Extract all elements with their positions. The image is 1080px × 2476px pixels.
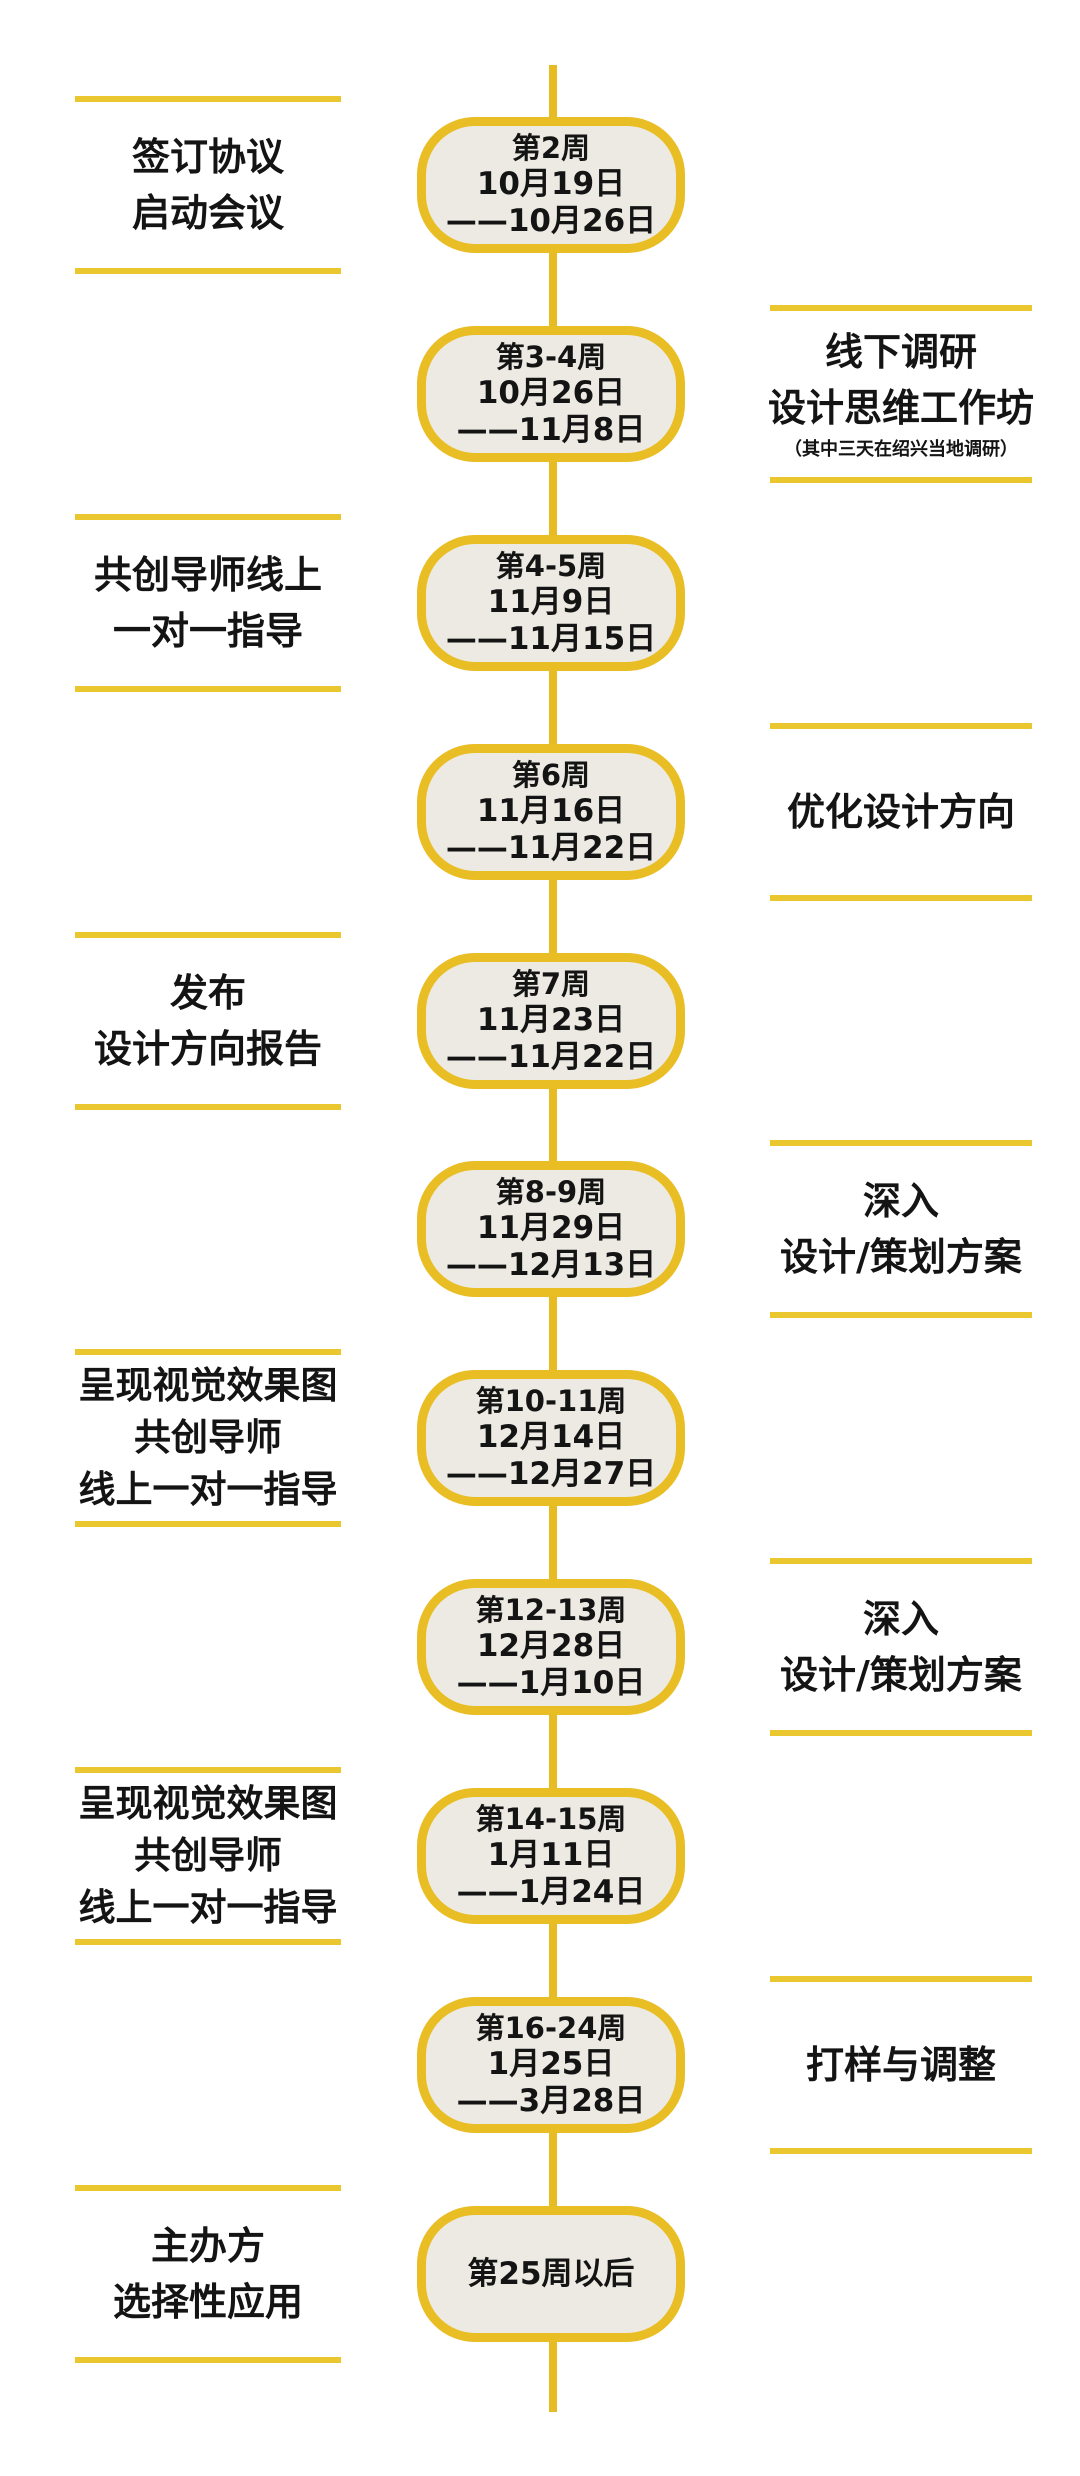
node-date-start: 11月29日: [476, 1210, 626, 1246]
timeline-node-week6: 第6周 11月16日 ——11月22日: [417, 744, 685, 880]
node-date-start: 11月16日: [476, 793, 626, 829]
node-date-end: ——11月22日: [445, 1039, 657, 1075]
node-week-label: 第4-5周: [495, 549, 607, 583]
phase-label-line: 共创导师线上: [93, 553, 322, 597]
node-week-label: 第14-15周: [475, 1802, 627, 1836]
node-date-end: ——11月15日: [445, 621, 657, 657]
phase-label-line: 呈现视觉效果图: [78, 1782, 338, 1825]
phase-label-line: 设计/策划方案: [780, 1235, 1022, 1279]
phase-label-line: 深入: [862, 1179, 939, 1223]
label-divider-bottom: [75, 686, 341, 692]
label-divider-top: [770, 723, 1032, 729]
label-divider-top: [770, 1140, 1032, 1146]
phase-label-line: 线上一对一指导: [78, 1886, 338, 1929]
phase-label-line: 选择性应用: [112, 2280, 303, 2324]
node-date-end: ——12月27日: [445, 1456, 657, 1492]
node-date-start: 12月14日: [476, 1419, 626, 1455]
timeline-node-week4-5: 第4-5周 11月9日 ——11月15日: [417, 535, 685, 671]
label-divider-bottom: [770, 895, 1032, 901]
phase-label-line: 启动会议: [131, 191, 284, 235]
phase-label-host-application: 主办方 选择性应用: [75, 2185, 341, 2363]
phase-label-visual-render-1: 呈现视觉效果图 共创导师 线上一对一指导: [75, 1349, 341, 1527]
node-date-end: ——1月24日: [456, 1874, 646, 1910]
label-divider-bottom: [770, 477, 1032, 483]
label-divider-top: [770, 1976, 1032, 1982]
label-divider-bottom: [75, 1939, 341, 1945]
node-date-end: ——3月28日: [456, 2083, 646, 2119]
phase-label-line: 优化设计方向: [786, 790, 1015, 834]
node-week-label: 第10-11周: [475, 1384, 627, 1418]
timeline-node-week3-4: 第3-4周 10月26日 ——11月8日: [417, 326, 685, 462]
node-date-start: 1月25日: [487, 2046, 615, 2082]
node-date-end: ——12月13日: [445, 1247, 657, 1283]
label-divider-bottom: [75, 1521, 341, 1527]
phase-label-line: 签订协议: [131, 135, 284, 179]
phase-label-visual-render-2: 呈现视觉效果图 共创导师 线上一对一指导: [75, 1767, 341, 1945]
label-divider-top: [75, 514, 341, 520]
timeline-node-week2: 第2周 10月19日 ——10月26日: [417, 117, 685, 253]
label-divider-top: [75, 1349, 341, 1355]
phase-label-line: 设计/策划方案: [780, 1653, 1022, 1697]
label-divider-bottom: [770, 1312, 1032, 1318]
node-week-label: 第2周: [511, 131, 591, 165]
label-divider-top: [75, 1767, 341, 1773]
timeline-node-week7: 第7周 11月23日 ——11月22日: [417, 953, 685, 1089]
node-date-start: 11月23日: [476, 1002, 626, 1038]
node-date-start: 10月26日: [476, 375, 626, 411]
label-divider-bottom: [770, 2148, 1032, 2154]
label-divider-bottom: [770, 1730, 1032, 1736]
node-week-label: 第16-24周: [475, 2011, 627, 2045]
phase-label-line: 设计方向报告: [93, 1027, 322, 1071]
phase-label-mentor-guidance-1: 共创导师线上 一对一指导: [75, 514, 341, 692]
node-week-label: 第8-9周: [495, 1175, 607, 1209]
phase-label-line: 深入: [862, 1597, 939, 1641]
phase-label-publish-report: 发布 设计方向报告: [75, 932, 341, 1110]
node-week-label: 第25周以后: [467, 2256, 635, 2292]
label-divider-bottom: [75, 1104, 341, 1110]
phase-label-sampling-adjust: 打样与调整: [770, 1976, 1032, 2154]
phase-label-note: （其中三天在绍兴当地调研）: [784, 439, 1018, 460]
node-date-start: 1月11日: [487, 1837, 615, 1873]
node-date-end: ——11月8日: [456, 412, 646, 448]
phase-label-line: 共创导师: [134, 1834, 282, 1877]
label-divider-top: [75, 96, 341, 102]
timeline-node-week8-9: 第8-9周 11月29日 ——12月13日: [417, 1161, 685, 1297]
label-divider-top: [770, 305, 1032, 311]
label-divider-bottom: [75, 2357, 341, 2363]
phase-label-line: 线上一对一指导: [78, 1468, 338, 1511]
phase-label-sign-agreement: 签订协议 启动会议: [75, 96, 341, 274]
node-date-end: ——1月10日: [456, 1665, 646, 1701]
timeline-node-week14-15: 第14-15周 1月11日 ——1月24日: [417, 1788, 685, 1924]
phase-label-deepen-design-2: 深入 设计/策划方案: [770, 1558, 1032, 1736]
node-week-label: 第3-4周: [495, 340, 607, 374]
node-date-end: ——10月26日: [445, 203, 657, 239]
phase-label-optimize-direction: 优化设计方向: [770, 723, 1032, 901]
phase-label-offline-research: 线下调研 设计思维工作坊 （其中三天在绍兴当地调研）: [768, 305, 1035, 483]
timeline-node-week25plus: 第25周以后: [417, 2206, 685, 2342]
node-week-label: 第6周: [511, 758, 591, 792]
phase-label-line: 一对一指导: [112, 609, 303, 653]
phase-label-line: 呈现视觉效果图: [78, 1364, 338, 1407]
node-week-label: 第7周: [511, 967, 591, 1001]
phase-label-line: 打样与调整: [805, 2043, 996, 2087]
phase-label-line: 主办方: [150, 2224, 265, 2268]
phase-label-deepen-design-1: 深入 设计/策划方案: [770, 1140, 1032, 1318]
phase-label-line: 发布: [169, 971, 246, 1015]
node-date-end: ——11月22日: [445, 830, 657, 866]
phase-label-line: 线下调研: [824, 330, 977, 374]
node-date-start: 12月28日: [476, 1628, 626, 1664]
label-divider-top: [75, 2185, 341, 2191]
node-week-label: 第12-13周: [475, 1593, 627, 1627]
label-divider-top: [770, 1558, 1032, 1564]
label-divider-bottom: [75, 268, 341, 274]
label-divider-top: [75, 932, 341, 938]
timeline-node-week10-11: 第10-11周 12月14日 ——12月27日: [417, 1370, 685, 1506]
node-date-start: 11月9日: [487, 584, 615, 620]
phase-label-line: 设计思维工作坊: [768, 386, 1035, 430]
timeline-node-week12-13: 第12-13周 12月28日 ——1月10日: [417, 1579, 685, 1715]
node-date-start: 10月19日: [476, 166, 626, 202]
timeline-node-week16-24: 第16-24周 1月25日 ——3月28日: [417, 1997, 685, 2133]
phase-label-line: 共创导师: [134, 1416, 282, 1459]
